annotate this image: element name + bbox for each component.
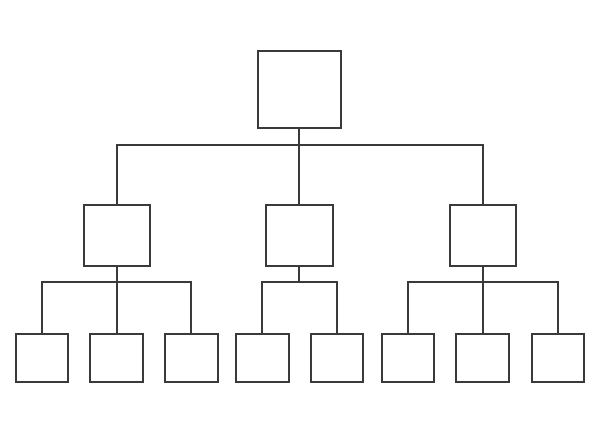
root-box [257, 50, 342, 129]
connectors [41, 127, 559, 335]
leaf-box-1 [15, 333, 69, 383]
leaf-box-3 [164, 333, 219, 383]
level1-box-left [83, 204, 151, 267]
leaf-box-7 [455, 333, 510, 383]
leaf-box-5 [310, 333, 364, 383]
level1-box-right [449, 204, 517, 267]
leaf-box-8 [531, 333, 585, 383]
leaf-box-6 [381, 333, 435, 383]
nodes [15, 50, 585, 383]
level1-box-middle [265, 204, 334, 267]
leaf-box-2 [89, 333, 144, 383]
leaf-box-4 [235, 333, 290, 383]
